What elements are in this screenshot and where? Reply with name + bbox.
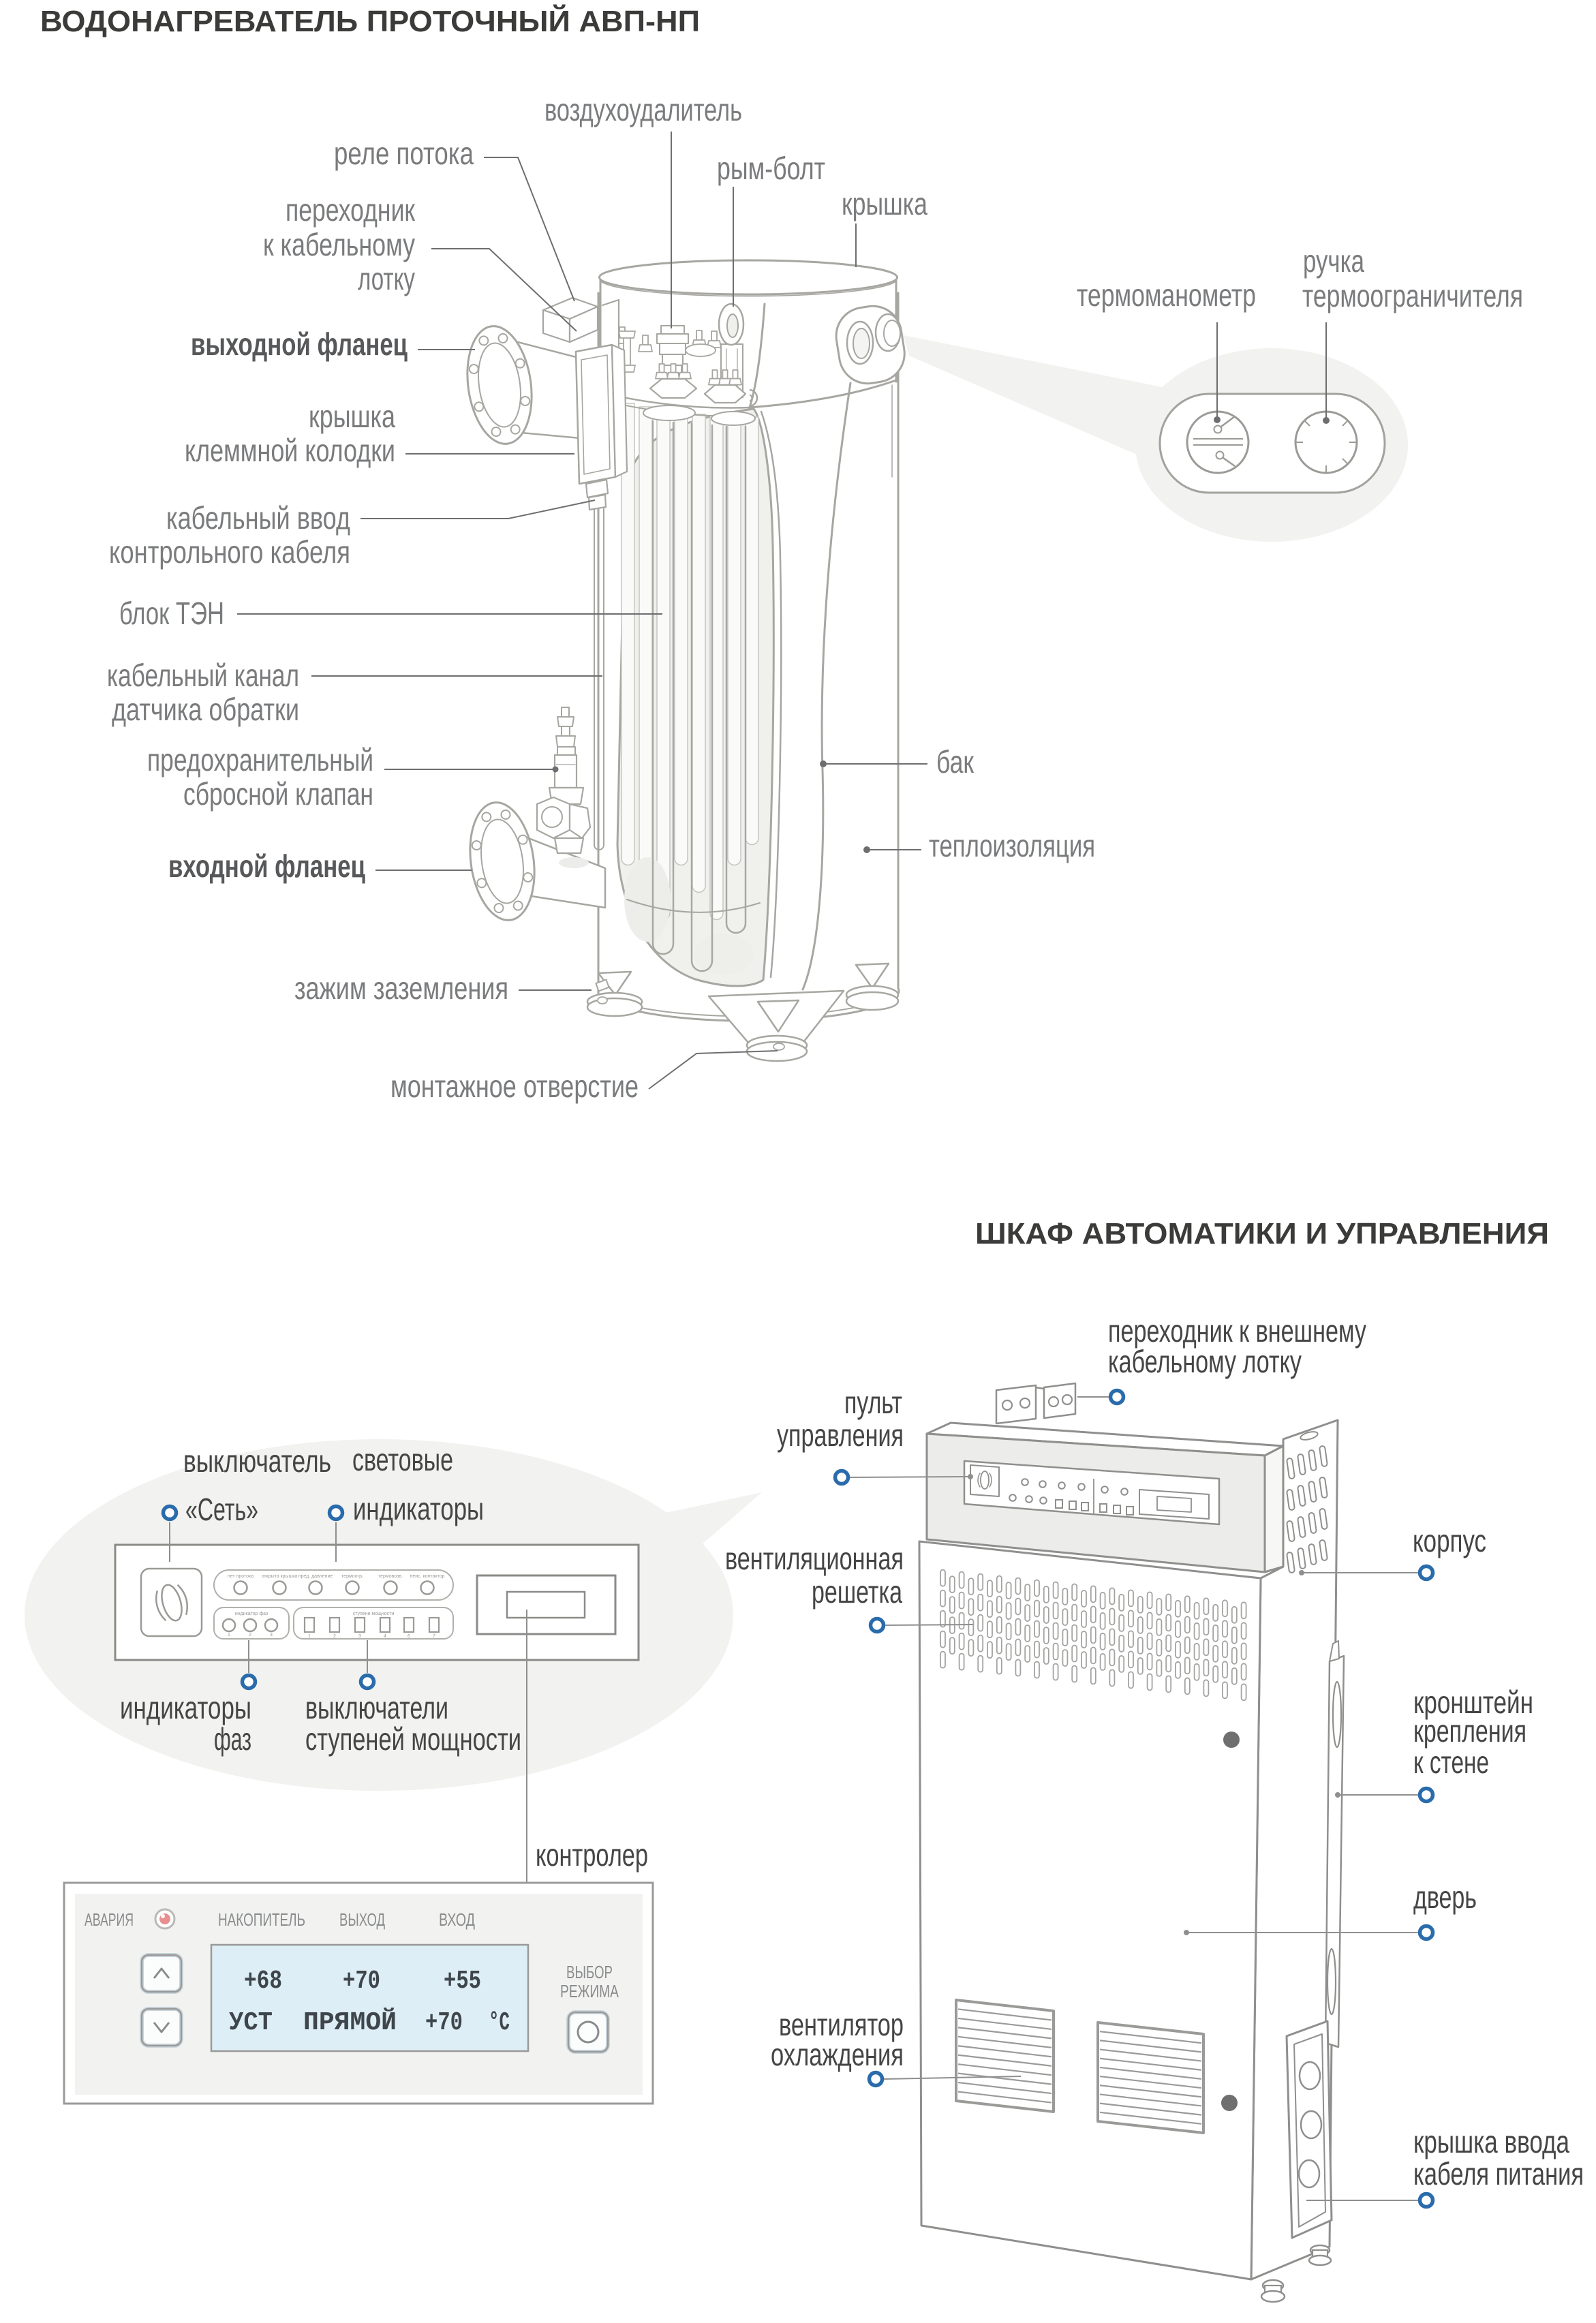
svg-text:воздухоудалитель: воздухоудалитель — [544, 92, 742, 127]
svg-text:°С: °С — [489, 2008, 510, 2037]
svg-text:ВОДОНАГРЕВАТЕЛЬ ПРОТОЧНЫЙ АВП-: ВОДОНАГРЕВАТЕЛЬ ПРОТОЧНЫЙ АВП-НП — [40, 3, 700, 38]
svg-text:ВЫБОР: ВЫБОР — [566, 1962, 613, 1982]
svg-text:вентилятор: вентилятор — [779, 2007, 904, 2042]
svg-text:ручка: ручка — [1303, 243, 1364, 279]
svg-text:крышка: крышка — [842, 186, 927, 221]
svg-text:к кабельному: к кабельному — [263, 227, 415, 262]
svg-text:открыта крышка: открыта крышка — [262, 1574, 298, 1579]
svg-text:корпус: корпус — [1413, 1523, 1486, 1558]
svg-text:УСТ: УСТ — [229, 2008, 273, 2037]
svg-text:+55: +55 — [444, 1967, 481, 1996]
svg-text:2: 2 — [249, 1633, 251, 1637]
svg-text:ПРЯМОЙ: ПРЯМОЙ — [303, 2007, 397, 2037]
svg-text:неис. контактор: неис. контактор — [410, 1574, 444, 1579]
svg-text:управления: управления — [777, 1417, 904, 1453]
svg-text:охлаждения: охлаждения — [771, 2037, 904, 2072]
svg-text:индикаторы: индикаторы — [353, 1491, 484, 1526]
svg-text:термовозв.: термовозв. — [378, 1574, 403, 1579]
svg-text:2: 2 — [333, 1634, 336, 1639]
svg-text:бак: бак — [936, 744, 975, 780]
svg-text:индикаторы: индикаторы — [120, 1690, 251, 1725]
svg-text:реле потока: реле потока — [334, 136, 474, 171]
svg-text:индикатор фаз: индикатор фаз — [235, 1612, 268, 1616]
svg-text:нет протока: нет протока — [228, 1574, 254, 1579]
svg-text:дверь: дверь — [1413, 1879, 1477, 1915]
svg-text:пульт: пульт — [844, 1385, 902, 1420]
svg-text:1: 1 — [308, 1634, 311, 1639]
svg-text:термоманометр: термоманометр — [1077, 277, 1256, 313]
svg-text:крышка: крышка — [309, 399, 395, 434]
svg-text:6: 6 — [408, 1634, 410, 1639]
svg-text:ступени мощности: ступени мощности — [353, 1612, 395, 1616]
svg-text:АВАРИЯ: АВАРИЯ — [85, 1909, 134, 1930]
svg-text:блок ТЭН: блок ТЭН — [119, 596, 224, 631]
svg-text:входной фланец: входной фланец — [168, 848, 365, 884]
svg-text:выключатель: выключатель — [183, 1443, 331, 1479]
svg-text:лотку: лотку — [358, 261, 415, 296]
svg-text:контролер: контролер — [536, 1837, 648, 1873]
svg-text:контрольного кабеля: контрольного кабеля — [109, 534, 350, 570]
svg-text:к стене: к стене — [1413, 1744, 1489, 1780]
svg-text:вентиляционная: вентиляционная — [725, 1541, 904, 1576]
svg-text:термоогр.: термоогр. — [341, 1574, 363, 1579]
svg-text:клеммной колодки: клеммной колодки — [185, 433, 395, 468]
svg-text:переходник: переходник — [286, 192, 416, 228]
svg-text:НАКОПИТЕЛЬ: НАКОПИТЕЛЬ — [218, 1909, 305, 1930]
svg-text:предохранительный: предохранительный — [147, 742, 373, 778]
svg-text:4: 4 — [384, 1634, 386, 1639]
svg-text:+70: +70 — [425, 2008, 463, 2037]
svg-text:3: 3 — [358, 1634, 361, 1639]
svg-text:переходник к внешнему: переходник к внешнему — [1108, 1313, 1366, 1349]
svg-text:термоограничителя: термоограничителя — [1302, 278, 1523, 313]
svg-text:ШКАФ АВТОМАТИКИ И УПРАВЛЕНИЯ: ШКАФ АВТОМАТИКИ И УПРАВЛЕНИЯ — [975, 1217, 1549, 1250]
svg-text:РЕЖИМА: РЕЖИМА — [560, 1981, 619, 2001]
svg-text:+70: +70 — [343, 1967, 380, 1996]
svg-text:выключатели: выключатели — [305, 1690, 448, 1725]
svg-text:кабельному лотку: кабельному лотку — [1108, 1344, 1302, 1379]
svg-text:фаз: фаз — [214, 1721, 251, 1757]
svg-text:1: 1 — [228, 1633, 230, 1637]
svg-text:монтажное отверстие: монтажное отверстие — [390, 1068, 639, 1104]
svg-text:«Сеть»: «Сеть» — [185, 1492, 258, 1527]
svg-text:крепления: крепления — [1413, 1713, 1526, 1749]
svg-text:+68: +68 — [244, 1967, 282, 1996]
svg-text:сбросной клапан: сбросной клапан — [183, 776, 373, 812]
svg-text:кронштейн: кронштейн — [1413, 1684, 1533, 1720]
svg-text:теплоизоляция: теплоизоляция — [929, 828, 1095, 863]
svg-text:кабельный ввод: кабельный ввод — [166, 500, 350, 536]
svg-text:3: 3 — [270, 1633, 273, 1637]
svg-text:7: 7 — [433, 1634, 435, 1639]
svg-text:зажим заземления: зажим заземления — [294, 970, 508, 1006]
svg-text:ВЫХОД: ВЫХОД — [339, 1909, 385, 1930]
svg-text:ступеней мощности: ступеней мощности — [305, 1721, 521, 1757]
svg-text:крышка ввода: крышка ввода — [1413, 2124, 1569, 2159]
svg-text:ВХОД: ВХОД — [439, 1909, 475, 1930]
svg-text:пред. давление: пред. давление — [298, 1574, 333, 1579]
svg-text:рым-болт: рым-болт — [717, 151, 825, 186]
svg-text:кабеля питания: кабеля питания — [1413, 2156, 1584, 2191]
svg-text:кабельный канал: кабельный канал — [107, 658, 299, 693]
svg-text:световые: световые — [352, 1442, 453, 1477]
svg-text:решетка: решетка — [812, 1574, 902, 1610]
svg-text:выходной фланец: выходной фланец — [191, 326, 408, 362]
svg-text:датчика обратки: датчика обратки — [112, 692, 299, 727]
